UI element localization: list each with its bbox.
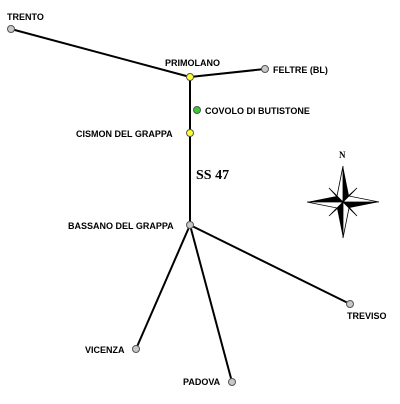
marker-feltre[interactable]: [261, 65, 269, 73]
road-bassano-treviso: [189, 224, 351, 305]
label-treviso: TREVISO: [347, 311, 387, 321]
label-feltre: FELTRE (BL): [273, 65, 328, 75]
road-label-ss47: SS 47: [196, 168, 229, 183]
marker-treviso[interactable]: [346, 300, 354, 308]
marker-primolano[interactable]: [186, 73, 194, 81]
road-bassano-padova: [189, 224, 233, 383]
compass-north-label: N: [339, 150, 346, 160]
roads: [10, 28, 351, 383]
label-primolano: PRIMOLANO: [165, 58, 220, 68]
label-bassano: BASSANO DEL GRAPPA: [68, 221, 174, 231]
label-padova: PADOVA: [183, 377, 221, 387]
compass-rose-icon: N: [306, 150, 380, 239]
label-covolo: COVOLO DI BUTISTONE: [205, 106, 310, 116]
markers: [7, 25, 354, 386]
marker-cismon[interactable]: [186, 129, 194, 137]
marker-padova[interactable]: [228, 378, 236, 386]
marker-bassano[interactable]: [186, 221, 194, 229]
label-cismon: CISMON DEL GRAPPA: [76, 129, 173, 139]
marker-trento[interactable]: [7, 25, 15, 33]
marker-vicenza[interactable]: [132, 345, 140, 353]
road-primolano-feltre: [189, 68, 266, 78]
road-trento-primolano: [10, 28, 191, 78]
labels: TRENTO PRIMOLANO FELTRE (BL) COVOLO DI B…: [7, 12, 387, 387]
marker-covolo[interactable]: [193, 106, 201, 114]
road-bassano-vicenza: [135, 224, 191, 350]
label-trento: TRENTO: [7, 12, 44, 22]
label-vicenza: VICENZA: [85, 345, 125, 355]
